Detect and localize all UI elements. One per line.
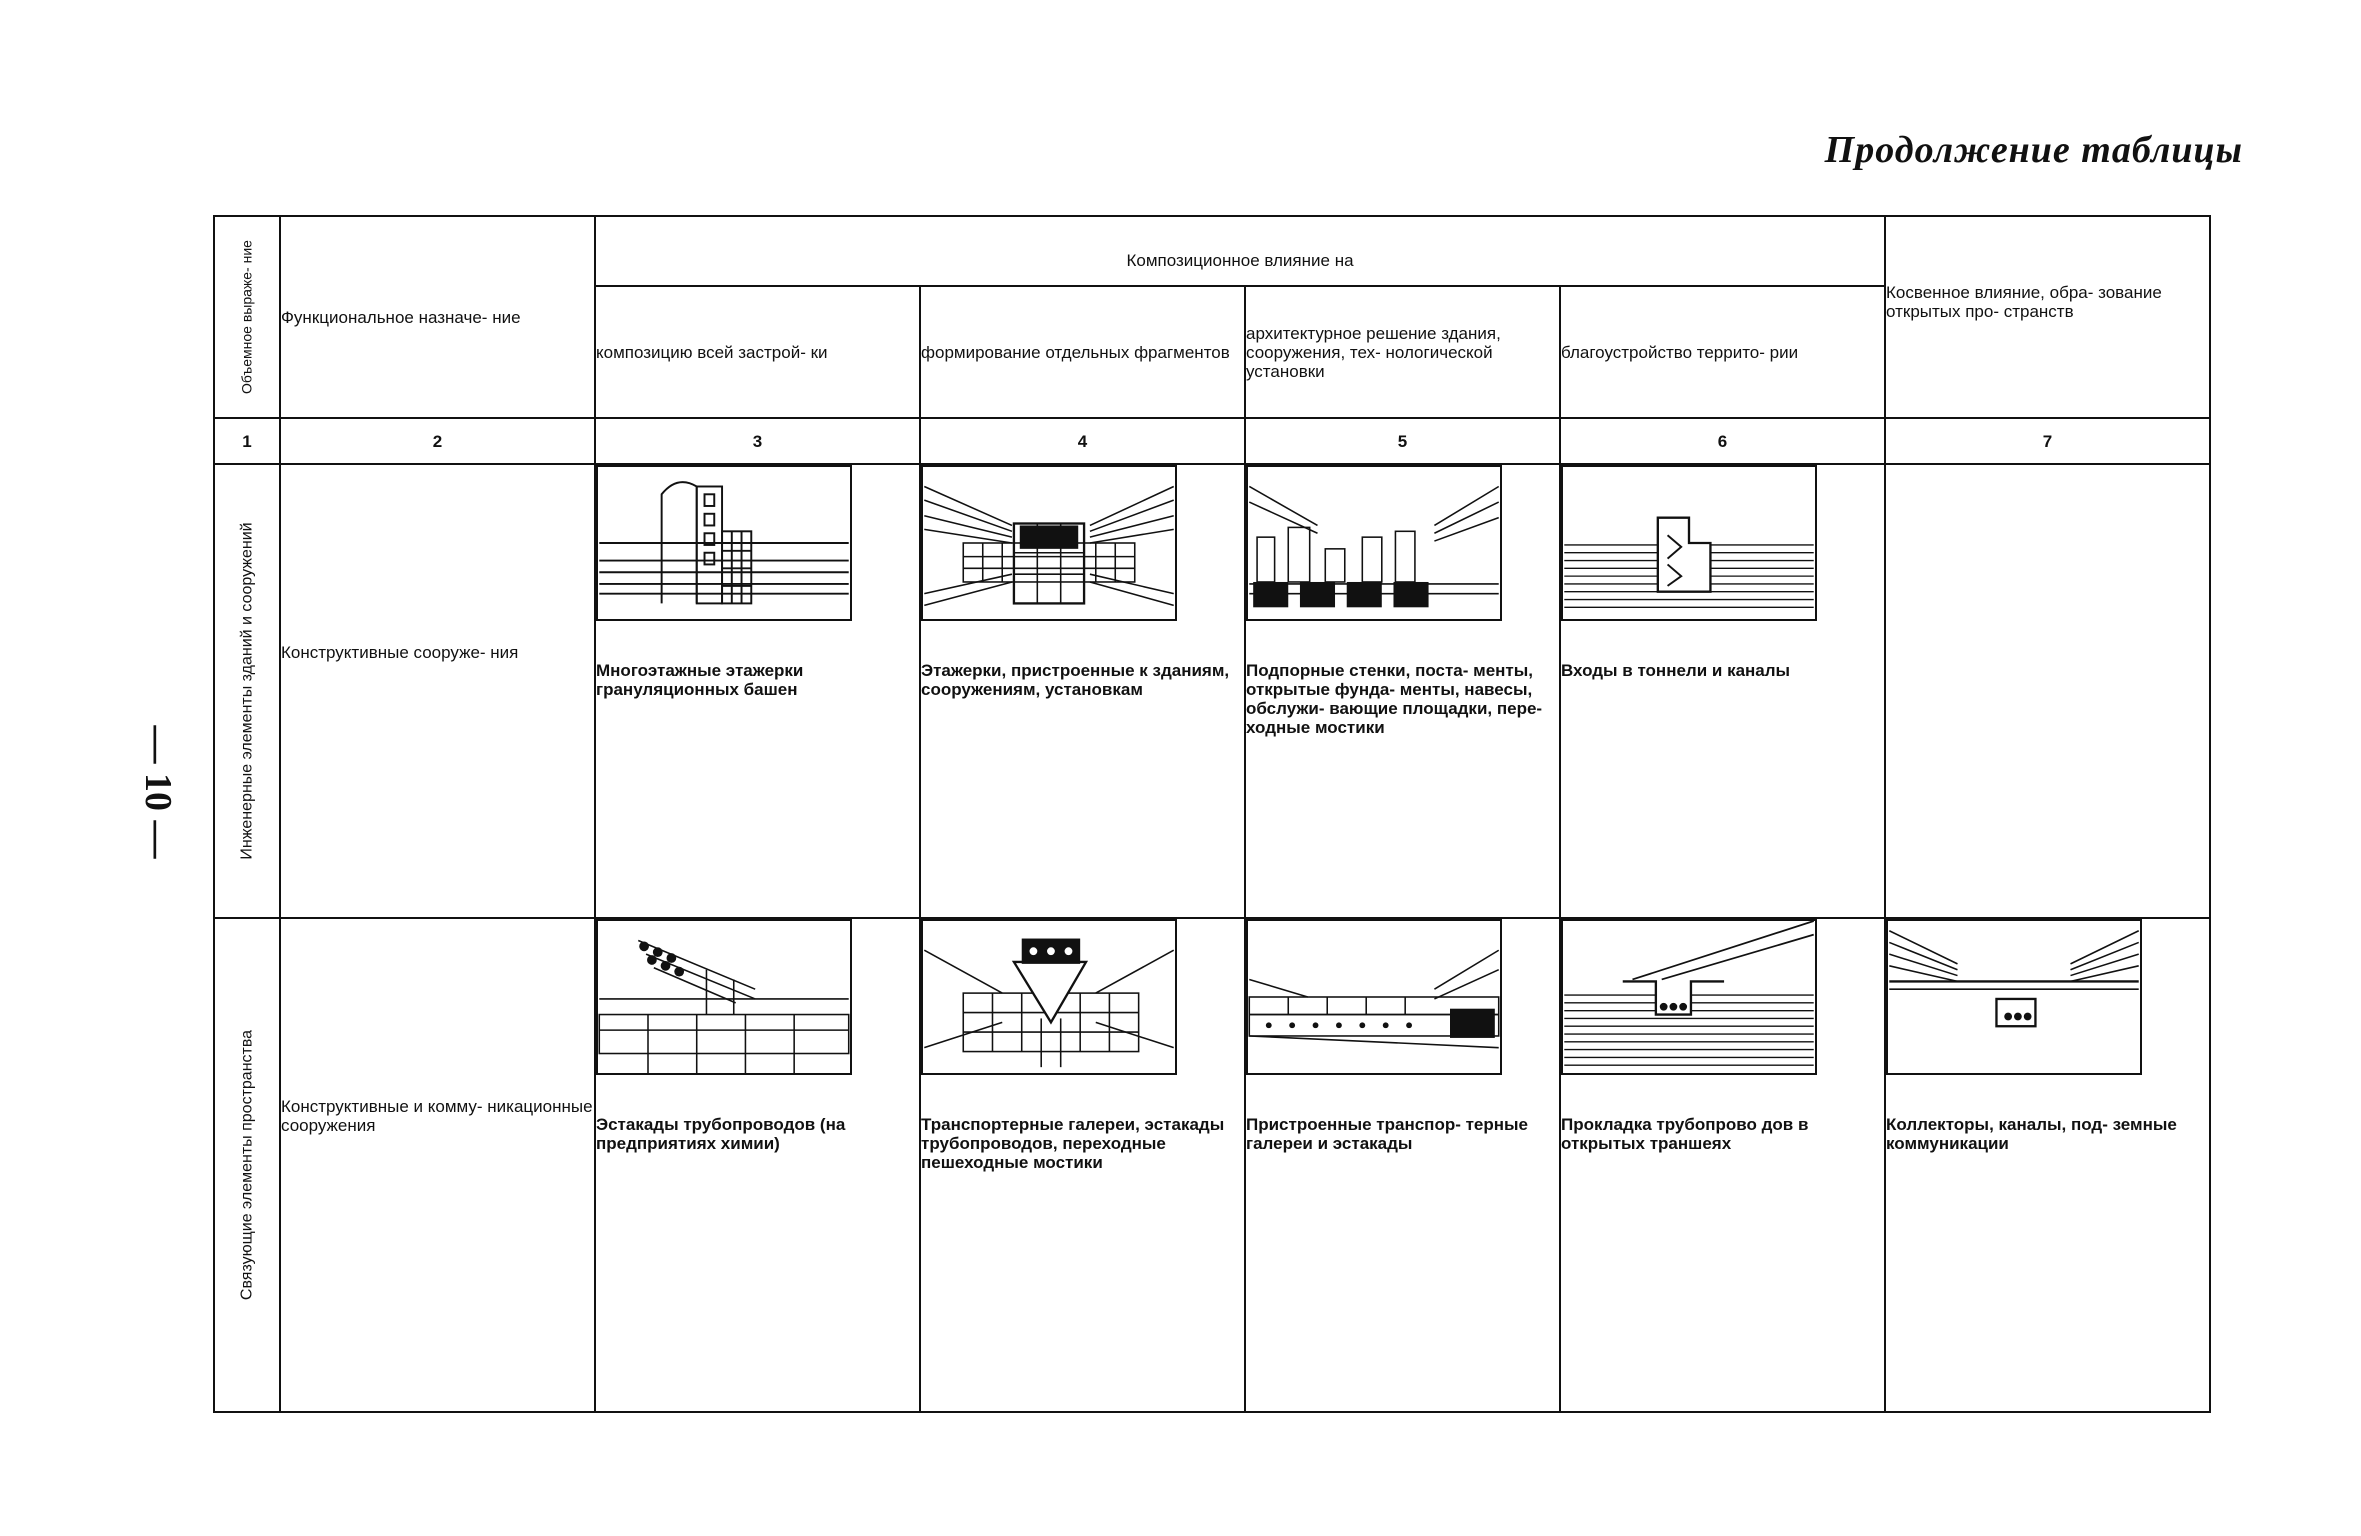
col-number-7: 7 [1884, 417, 2212, 465]
number-row: 1 2 3 4 5 6 7 [213, 417, 2212, 465]
page-number-text: — 10 — [137, 725, 179, 859]
col-number-6: 6 [1558, 417, 1887, 465]
header-row-2: композицию всей застрой- ки формирование… [214, 285, 2210, 419]
table-cell: Этажерки, пристроенные к зданиям, сооруж… [919, 463, 1246, 919]
conveyor-gallery-illustration [921, 919, 1177, 1075]
attached-gallery-illustration [1246, 919, 1502, 1075]
pipeline-trestle-illustration [596, 919, 852, 1075]
table-cell: Эстакады трубопроводов (на предприятиях … [594, 917, 921, 1413]
row-function-text: Конструктивные сооруже- ния [281, 643, 519, 662]
cell-caption: Входы в тоннели и каналы [1561, 661, 1791, 680]
table-cell: Прокладка трубопрово дов в открытых тран… [1558, 917, 1887, 1413]
table-cell: Коллекторы, каналы, под- земные коммуник… [1884, 917, 2212, 1413]
header-col2-text: Функциональное назначе- ние [281, 307, 521, 327]
data-table: Объемное выраже- ние Функциональное назн… [213, 215, 2212, 1413]
continuation-title: Продолжение таблицы [1824, 129, 2243, 171]
header-row-1: Объемное выраже- ние Функциональное назн… [213, 215, 2212, 419]
table-row-connecting: Связующие элементы пространства Конструк… [213, 917, 2212, 1413]
header-col1: Объемное выраже- ние [213, 215, 281, 419]
cell-caption: Транспортерные галереи, эстакады трубопр… [921, 1115, 1225, 1172]
row-category-text: Связующие элементы пространства [238, 1029, 256, 1301]
underground-collector-illustration [1886, 919, 2143, 1075]
cell-caption: Коллекторы, каналы, под- земные коммуник… [1886, 1115, 2177, 1153]
header-col3: композицию всей застрой- ки [594, 285, 921, 419]
row-category-cell: Связующие элементы пространства [213, 917, 281, 1413]
table-row-engineering: Инженерные элементы зданий и сооружений … [213, 463, 2212, 919]
header-col6: благоустройство террито- рии [1558, 285, 1887, 419]
row-function-text: Конструктивные и комму- никационные соор… [281, 1097, 593, 1135]
row-category-cell: Инженерные элементы зданий и сооружений [213, 463, 281, 919]
table-cell: Многоэтажные этажерки грануляционных баш… [594, 463, 921, 919]
header-col7: Косвенное влияние, обра- зование открыты… [1884, 215, 2212, 419]
col-number-3: 3 [594, 417, 921, 465]
cell-caption: Подпорные стенки, поста- менты, открытые… [1246, 661, 1543, 737]
row-category-text: Инженерные элементы зданий и сооружений [238, 522, 256, 860]
header-group-text: Композиционное влияние на [1126, 251, 1354, 270]
multistory-rack-illustration [596, 465, 852, 621]
header-col4-text: формирование отдельных фрагментов [921, 342, 1230, 362]
tunnel-entrance-illustration [1561, 465, 1817, 621]
header-col4: формирование отдельных фрагментов [919, 285, 1246, 419]
attached-rack-illustration [921, 465, 1177, 621]
header-col6-text: благоустройство террито- рии [1561, 342, 1799, 362]
table-cell: Входы в тоннели и каналы [1558, 463, 1887, 919]
pipeline-trench-illustration [1561, 919, 1817, 1075]
col-number-4: 4 [919, 417, 1246, 465]
header-col5-text: архитектурное решение здания, сооружения… [1246, 323, 1501, 381]
header-group: Композиционное влияние на [593, 215, 1887, 287]
cell-caption: Этажерки, пристроенные к зданиям, сооруж… [921, 661, 1230, 699]
table-cell: Транспортерные галереи, эстакады трубопр… [919, 917, 1246, 1413]
row-function: Конструктивные сооруже- ния [279, 463, 596, 919]
col-number-5: 5 [1244, 417, 1561, 465]
retaining-walls-illustration [1246, 465, 1502, 621]
cell-caption: Эстакады трубопроводов (на предприятиях … [596, 1115, 846, 1153]
table-cell: Пристроенные транспор- терные галереи и … [1244, 917, 1561, 1413]
row-function: Конструктивные и комму- никационные соор… [279, 917, 596, 1413]
header-col2: Функциональное назначе- ние [279, 215, 596, 419]
header-col3-text: композицию всей застрой- ки [596, 342, 828, 362]
cell-caption: Многоэтажные этажерки грануляционных баш… [596, 661, 804, 699]
col-number-2: 2 [279, 417, 596, 465]
header-col1-text: Объемное выраже- ние [238, 240, 255, 394]
cell-caption: Пристроенные транспор- терные галереи и … [1246, 1115, 1529, 1153]
header-col7-text: Косвенное влияние, обра- зование открыты… [1886, 283, 2162, 321]
table-cell-empty [1884, 463, 2212, 919]
header-col5: архитектурное решение здания, сооружения… [1244, 285, 1561, 419]
table-cell: Подпорные стенки, поста- менты, открытые… [1244, 463, 1561, 919]
page-number: — 10 — [128, 720, 188, 880]
cell-caption: Прокладка трубопрово дов в открытых тран… [1561, 1115, 1809, 1153]
col-number-1: 1 [213, 417, 281, 465]
